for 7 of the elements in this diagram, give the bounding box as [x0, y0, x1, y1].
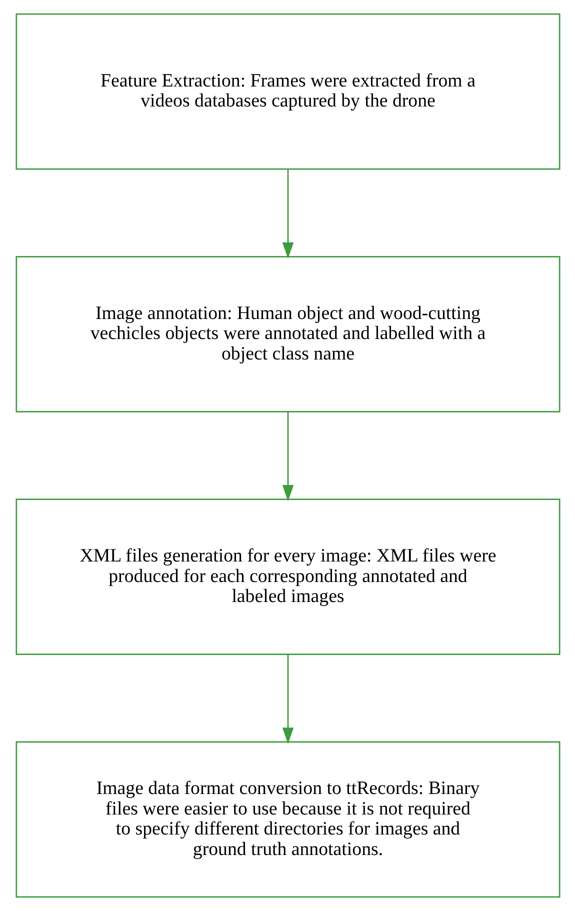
- node-box: Image annotation: Human object and wood-cutting vechicles objects were annotated and labelled with a object class name: [15, 256, 560, 412]
- arrow: [282, 412, 294, 502]
- node-box: XML files generation for every image: XML files were produced for each corresponding annotated and labeled images: [15, 498, 560, 655]
- node-box: Image data format conversion to ttRecords: Binary files were easier to use because it is not required to specify different directories for images and ground truth annotations.: [15, 741, 560, 898]
- arrow: [282, 169, 294, 259]
- arrow: [282, 654, 294, 744]
- node-box: Feature Extraction: Frames were extracted from a videos databases captured by the drone: [15, 13, 560, 170]
